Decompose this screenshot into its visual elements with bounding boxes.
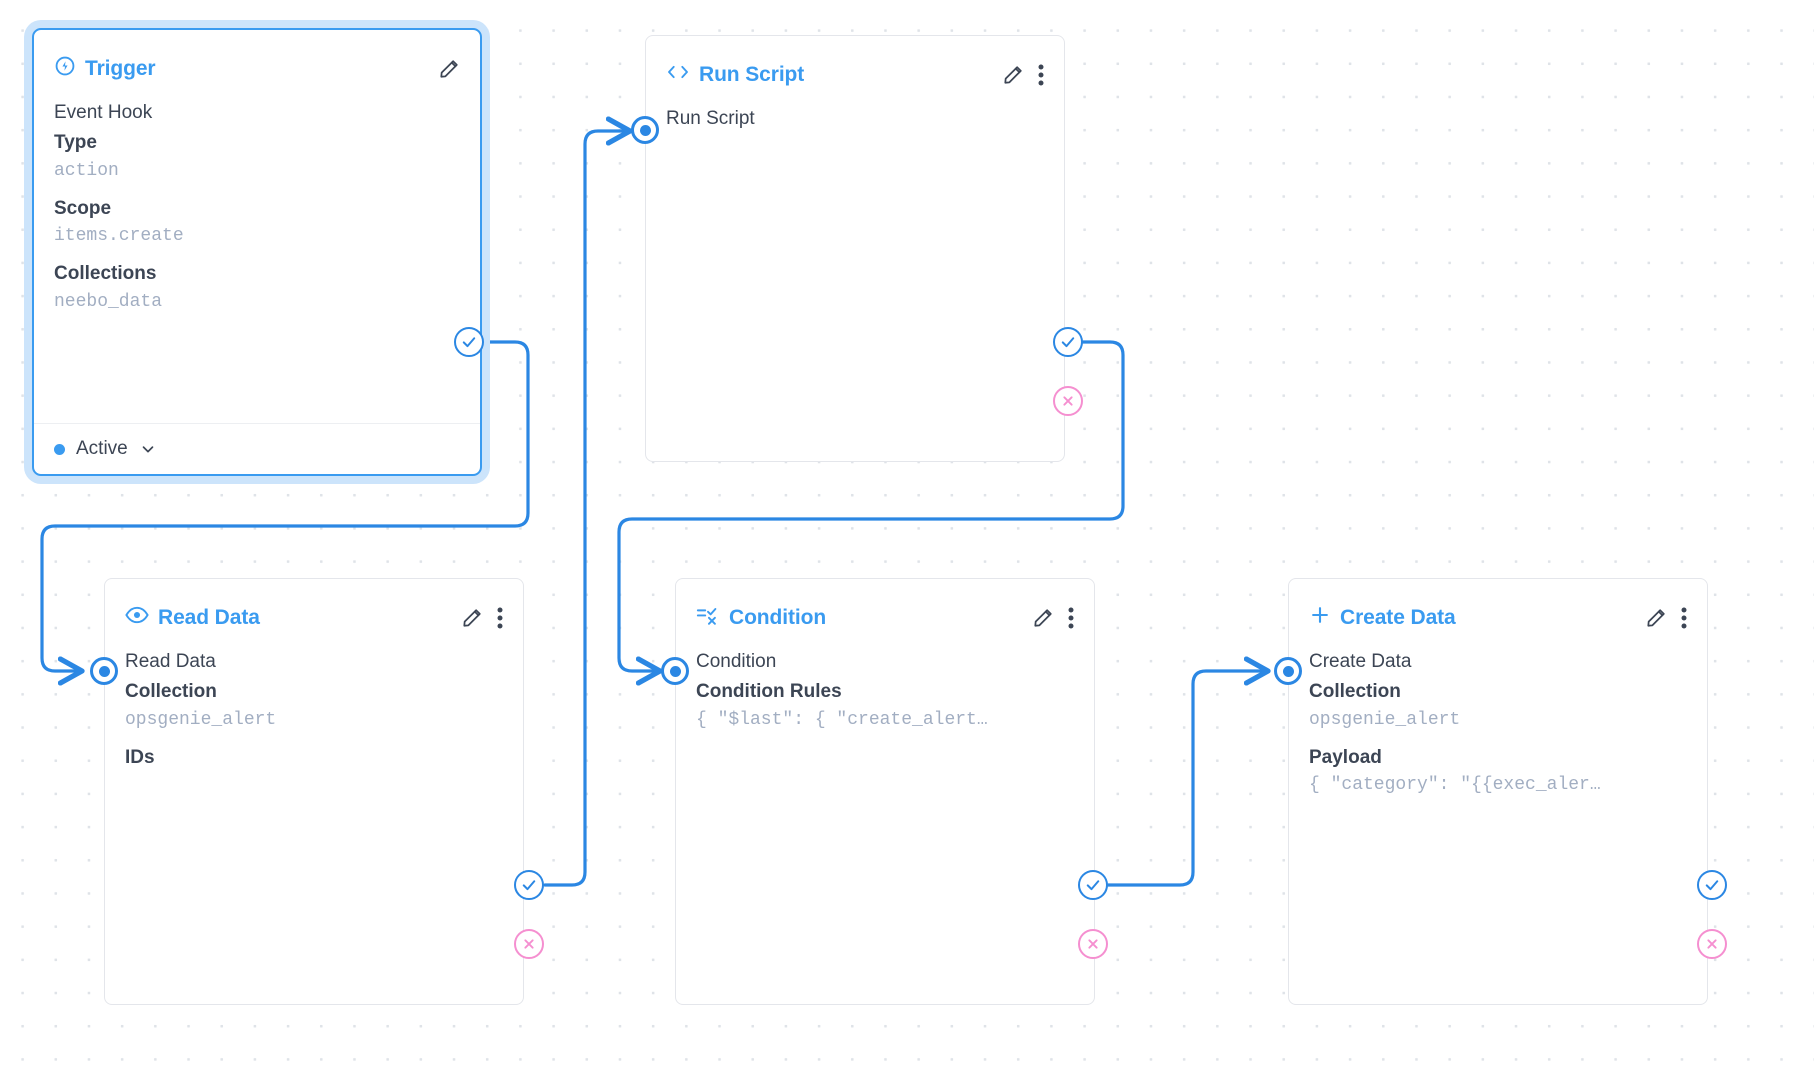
node-create-data-title: Create Data [1309,604,1456,632]
edit-pencil-icon[interactable] [1645,607,1667,629]
node-read-data[interactable]: Read Data Read Dat [104,578,524,1005]
port-input-run-script[interactable] [631,116,659,144]
field-label-scope: Scope [54,197,112,219]
node-condition[interactable]: Condition Conditio [675,578,1095,1005]
more-options-icon[interactable] [1681,607,1687,629]
field-value-collection: opsgenie_alert [1309,709,1461,730]
port-success-condition[interactable] [1078,870,1108,900]
filter-rules-icon [696,604,720,632]
field-value-collections: neebo_data [54,291,163,312]
port-error-create-data[interactable] [1697,929,1727,959]
port-success-read-data[interactable] [514,870,544,900]
port-input-read-data[interactable] [90,657,118,685]
field-label-ids: IDs [125,746,155,768]
port-error-read-data[interactable] [514,929,544,959]
node-run-script-title: Run Script [666,62,804,88]
node-create-data-actions [1645,607,1687,629]
node-read-data-title: Read Data [125,605,260,631]
node-run-script-main-row: Run Script [666,108,755,129]
node-run-script[interactable]: Run Script Run Scr [645,35,1065,462]
node-read-data-actions [461,607,503,629]
port-success-run-script[interactable] [1053,327,1083,357]
edit-pencil-icon[interactable] [438,58,460,80]
node-trigger-body: Event Hook Type action Scope items.creat… [34,88,480,316]
field-label-payload: Payload [1309,746,1382,768]
edit-pencil-icon[interactable] [1032,607,1054,629]
port-error-condition[interactable] [1078,929,1108,959]
node-run-script-actions [1002,64,1044,86]
node-condition-title: Condition [696,604,826,632]
port-input-condition[interactable] [661,657,689,685]
bolt-circle-icon [54,55,76,83]
node-condition-label: Condition [729,606,827,629]
field-value-payload: { "category": "{{exec_aler… [1309,775,1601,796]
node-trigger-label: Trigger [85,57,156,80]
node-create-data[interactable]: Create Data Create [1288,578,1708,1005]
node-create-data-body: Create Data Collection opsgenie_alert Pa… [1289,637,1707,799]
node-trigger-actions [438,58,460,80]
node-condition-header: Condition [676,579,1094,637]
port-error-run-script[interactable] [1053,386,1083,416]
node-run-script-label: Run Script [699,63,805,86]
node-condition-actions [1032,607,1074,629]
node-condition-main-row: Condition [696,651,777,672]
node-read-data-body: Read Data Collection opsgenie_alert IDs [105,637,523,772]
eye-icon [125,605,149,631]
node-read-data-header: Read Data [105,579,523,637]
node-create-data-main-row: Create Data [1309,651,1412,672]
node-trigger[interactable]: Trigger Event Hook Type action Scope ite… [32,28,482,476]
field-label-collection: Collection [125,681,217,703]
node-trigger-status[interactable]: Active [34,423,480,474]
node-read-data-main-row: Read Data [125,651,216,672]
edge-read-data-to-run-script [543,131,630,887]
node-create-data-header: Create Data [1289,579,1707,637]
edit-pencil-icon[interactable] [461,607,483,629]
port-success-create-data[interactable] [1697,870,1727,900]
port-input-create-data[interactable] [1274,657,1302,685]
more-options-icon[interactable] [1038,64,1044,86]
field-label-collection: Collection [1309,681,1401,703]
field-value-condition-rules: { "$last": { "create_alert… [696,709,988,730]
edge-condition-to-create-data [1106,671,1268,887]
node-read-data-label: Read Data [158,606,260,629]
node-trigger-main-row: Event Hook [54,102,153,123]
code-brackets-icon [666,62,690,88]
edit-pencil-icon[interactable] [1002,64,1024,86]
more-options-icon[interactable] [1068,607,1074,629]
field-value-collection: opsgenie_alert [125,709,277,730]
plus-icon [1309,604,1331,632]
field-value-type: action [54,160,119,181]
node-create-data-label: Create Data [1340,606,1456,629]
node-run-script-header: Run Script [646,36,1064,94]
field-label-collections: Collections [54,263,157,285]
port-success-trigger[interactable] [454,327,484,357]
status-label-active: Active [76,438,128,459]
node-trigger-title: Trigger [54,55,156,83]
field-label-condition-rules: Condition Rules [696,681,842,703]
more-options-icon[interactable] [497,607,503,629]
node-trigger-header: Trigger [34,30,480,88]
field-label-type: Type [54,132,97,154]
node-run-script-body: Run Script [646,94,1064,133]
status-dot-active [54,443,65,455]
chevron-down-icon[interactable] [139,440,157,458]
field-value-scope: items.create [54,226,184,247]
node-condition-body: Condition Condition Rules { "$last": { "… [676,637,1094,734]
